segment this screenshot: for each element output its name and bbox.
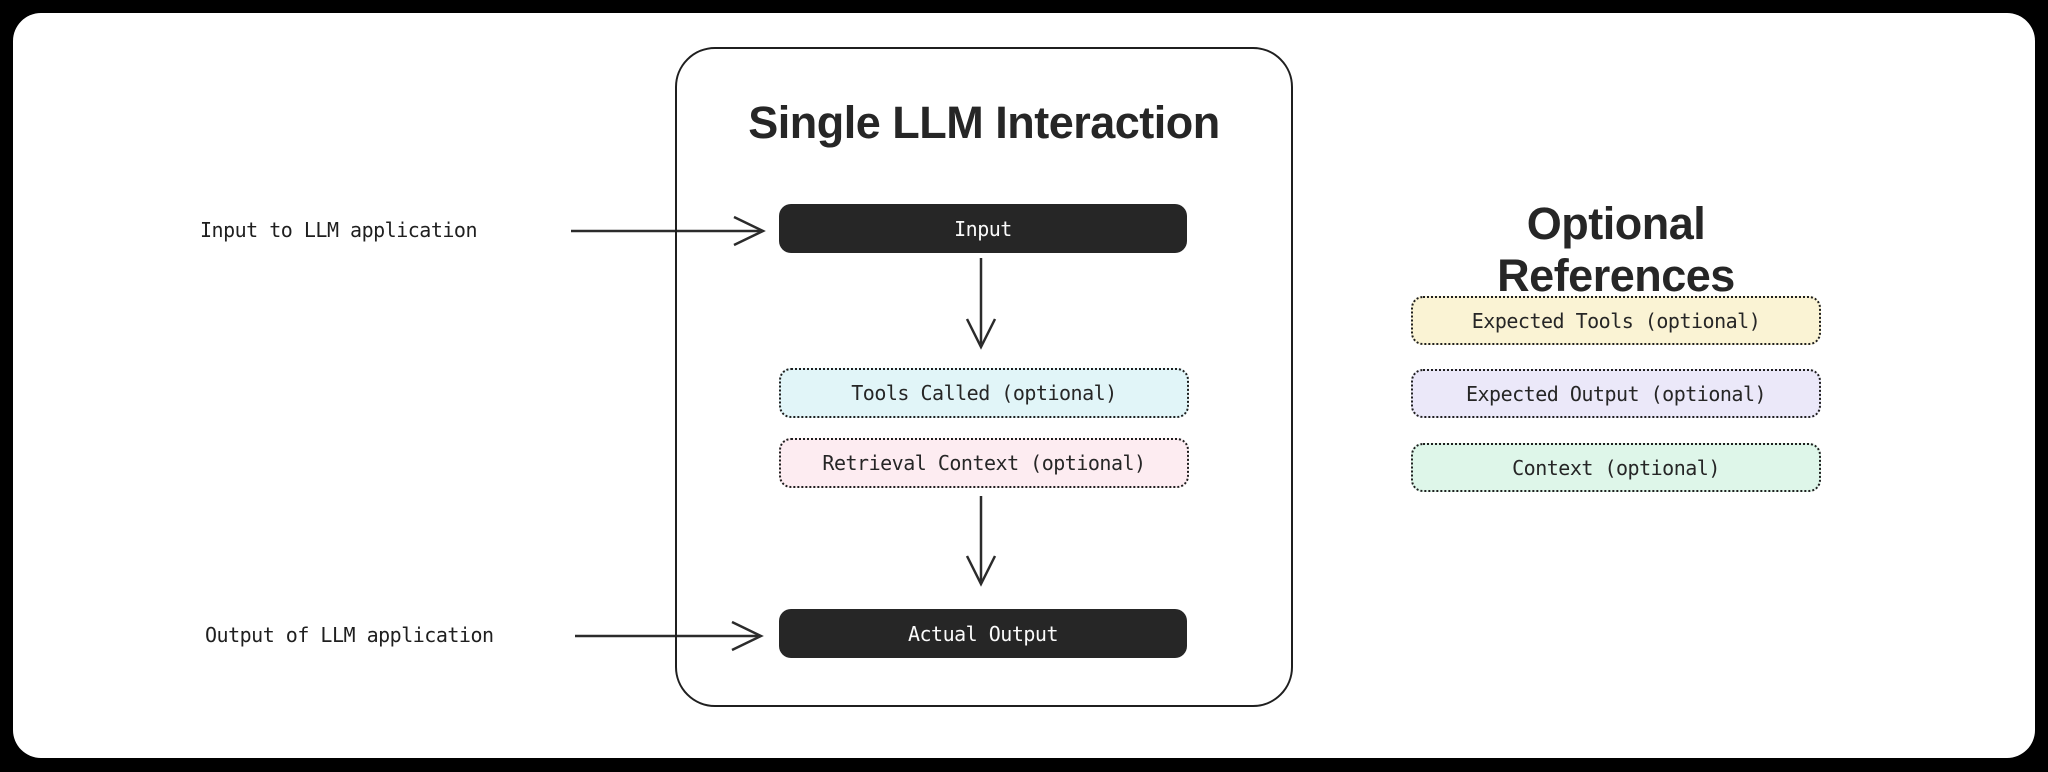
actual-output-node: Actual Output <box>779 609 1187 658</box>
tools-called-node: Tools Called (optional) <box>779 368 1189 418</box>
context-node-label: Context (optional) <box>1512 455 1720 480</box>
optional-references-title: Optional References <box>1497 198 1735 301</box>
actual-output-node-label: Actual Output <box>907 621 1059 646</box>
input-node-label: Input <box>954 216 1012 241</box>
input-node: Input <box>779 204 1187 253</box>
expected-output-node: Expected Output (optional) <box>1411 369 1821 418</box>
expected-output-node-label: Expected Output (optional) <box>1465 381 1767 406</box>
input-annotation-label: Input to LLM application <box>200 218 477 242</box>
retrieval-context-node: Retrieval Context (optional) <box>779 438 1189 488</box>
context-node: Context (optional) <box>1411 443 1821 492</box>
tools-called-node-label: Tools Called (optional) <box>851 381 1117 405</box>
expected-tools-node: Expected Tools (optional) <box>1411 296 1821 345</box>
diagram-title: Single LLM Interaction <box>748 97 1220 148</box>
retrieval-context-node-label: Retrieval Context (optional) <box>822 451 1146 475</box>
output-annotation-label: Output of LLM application <box>205 623 494 647</box>
expected-tools-node-label: Expected Tools (optional) <box>1471 308 1761 333</box>
single-llm-interaction-container: Single LLM Interaction <box>675 47 1293 707</box>
